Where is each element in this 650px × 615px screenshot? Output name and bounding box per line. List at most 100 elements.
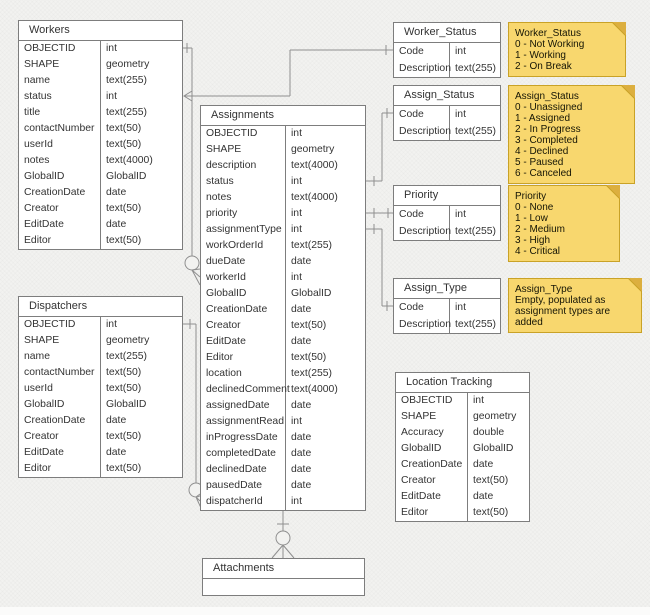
field-type: text(4000)	[291, 384, 338, 395]
field-type: GlobalID	[473, 443, 514, 454]
field-type: text(50)	[291, 320, 327, 331]
table-title: Assignments	[201, 106, 365, 126]
field-name: declinedDate	[201, 462, 286, 478]
field-name: GlobalID	[396, 441, 468, 457]
field-name: SHAPE	[19, 333, 101, 349]
note-line: 0 - Not Working	[515, 39, 585, 50]
field-name: Code	[394, 106, 450, 123]
field-name: CreationDate	[201, 302, 286, 318]
field-type: int	[291, 224, 302, 235]
field-name: EditDate	[396, 489, 468, 505]
note-assign-type[interactable]: Assign_Type Empty, populated as assignme…	[508, 278, 642, 333]
field-type: text(50)	[106, 431, 142, 442]
field-name: Creator	[19, 201, 101, 217]
note-line: 1 - Assigned	[515, 113, 571, 124]
table-title: Assign_Status	[394, 86, 500, 106]
field-name: dueDate	[201, 254, 286, 270]
field-type: text(50)	[473, 475, 509, 486]
connector-assignments-attachments	[271, 509, 295, 559]
field-type: int	[455, 109, 466, 120]
connector-priority-domain	[366, 208, 393, 218]
field-name: Creator	[396, 473, 468, 489]
field-row: GlobalID GlobalID	[396, 441, 529, 457]
field-name: OBJECTID	[19, 317, 101, 333]
field-name: CreationDate	[19, 413, 101, 429]
field-type: date	[291, 304, 312, 315]
note-line: 5 - Paused	[515, 157, 564, 168]
field-type: date	[291, 256, 312, 267]
field-name: Code	[394, 43, 450, 60]
field-type: text(50)	[106, 463, 142, 474]
field-name: Editor	[19, 233, 101, 249]
field-name: status	[19, 89, 101, 105]
note-line: 1 - Working	[515, 50, 566, 61]
field-name: Description	[394, 223, 451, 240]
field-name: Code	[394, 299, 450, 316]
connector-assign-status-domain	[366, 108, 393, 186]
zero-or-many-circle	[275, 530, 291, 546]
connector-dispatchers-assignments	[183, 319, 204, 509]
field-name: Editor	[396, 505, 468, 521]
field-name: OBJECTID	[19, 41, 101, 57]
field-name: notes	[19, 153, 101, 169]
field-type: int	[455, 46, 466, 57]
field-row: CreationDate date	[201, 302, 365, 318]
field-name: priority	[201, 206, 286, 222]
field-type: int	[291, 272, 302, 283]
field-name: SHAPE	[201, 142, 286, 158]
field-name: Creator	[19, 429, 101, 445]
field-type: date	[106, 447, 127, 458]
field-name: title	[19, 105, 101, 121]
table-title: Location Tracking	[396, 373, 529, 393]
table-title: Dispatchers	[19, 297, 182, 317]
note-line: 2 - Medium	[515, 224, 566, 235]
field-name: CreationDate	[19, 185, 101, 201]
connector-worker-status-domain	[183, 45, 393, 102]
table-fields	[203, 579, 364, 595]
field-name: GlobalID	[201, 286, 286, 302]
field-name: contactNumber	[19, 365, 101, 381]
table-attachments[interactable]: Attachments	[202, 558, 365, 596]
field-name: location	[201, 366, 286, 382]
field-name: workOrderId	[201, 238, 286, 254]
table-title: Assign_Type	[394, 279, 500, 299]
note-fold-icon	[606, 185, 620, 199]
field-type: text(50)	[106, 383, 142, 394]
field-name: Editor	[201, 350, 286, 366]
note-title: Priority	[515, 191, 547, 202]
note-title: Worker_Status	[515, 28, 581, 39]
field-name: Description	[394, 60, 451, 77]
field-type: int	[455, 209, 466, 220]
field-name: SHAPE	[19, 57, 101, 73]
